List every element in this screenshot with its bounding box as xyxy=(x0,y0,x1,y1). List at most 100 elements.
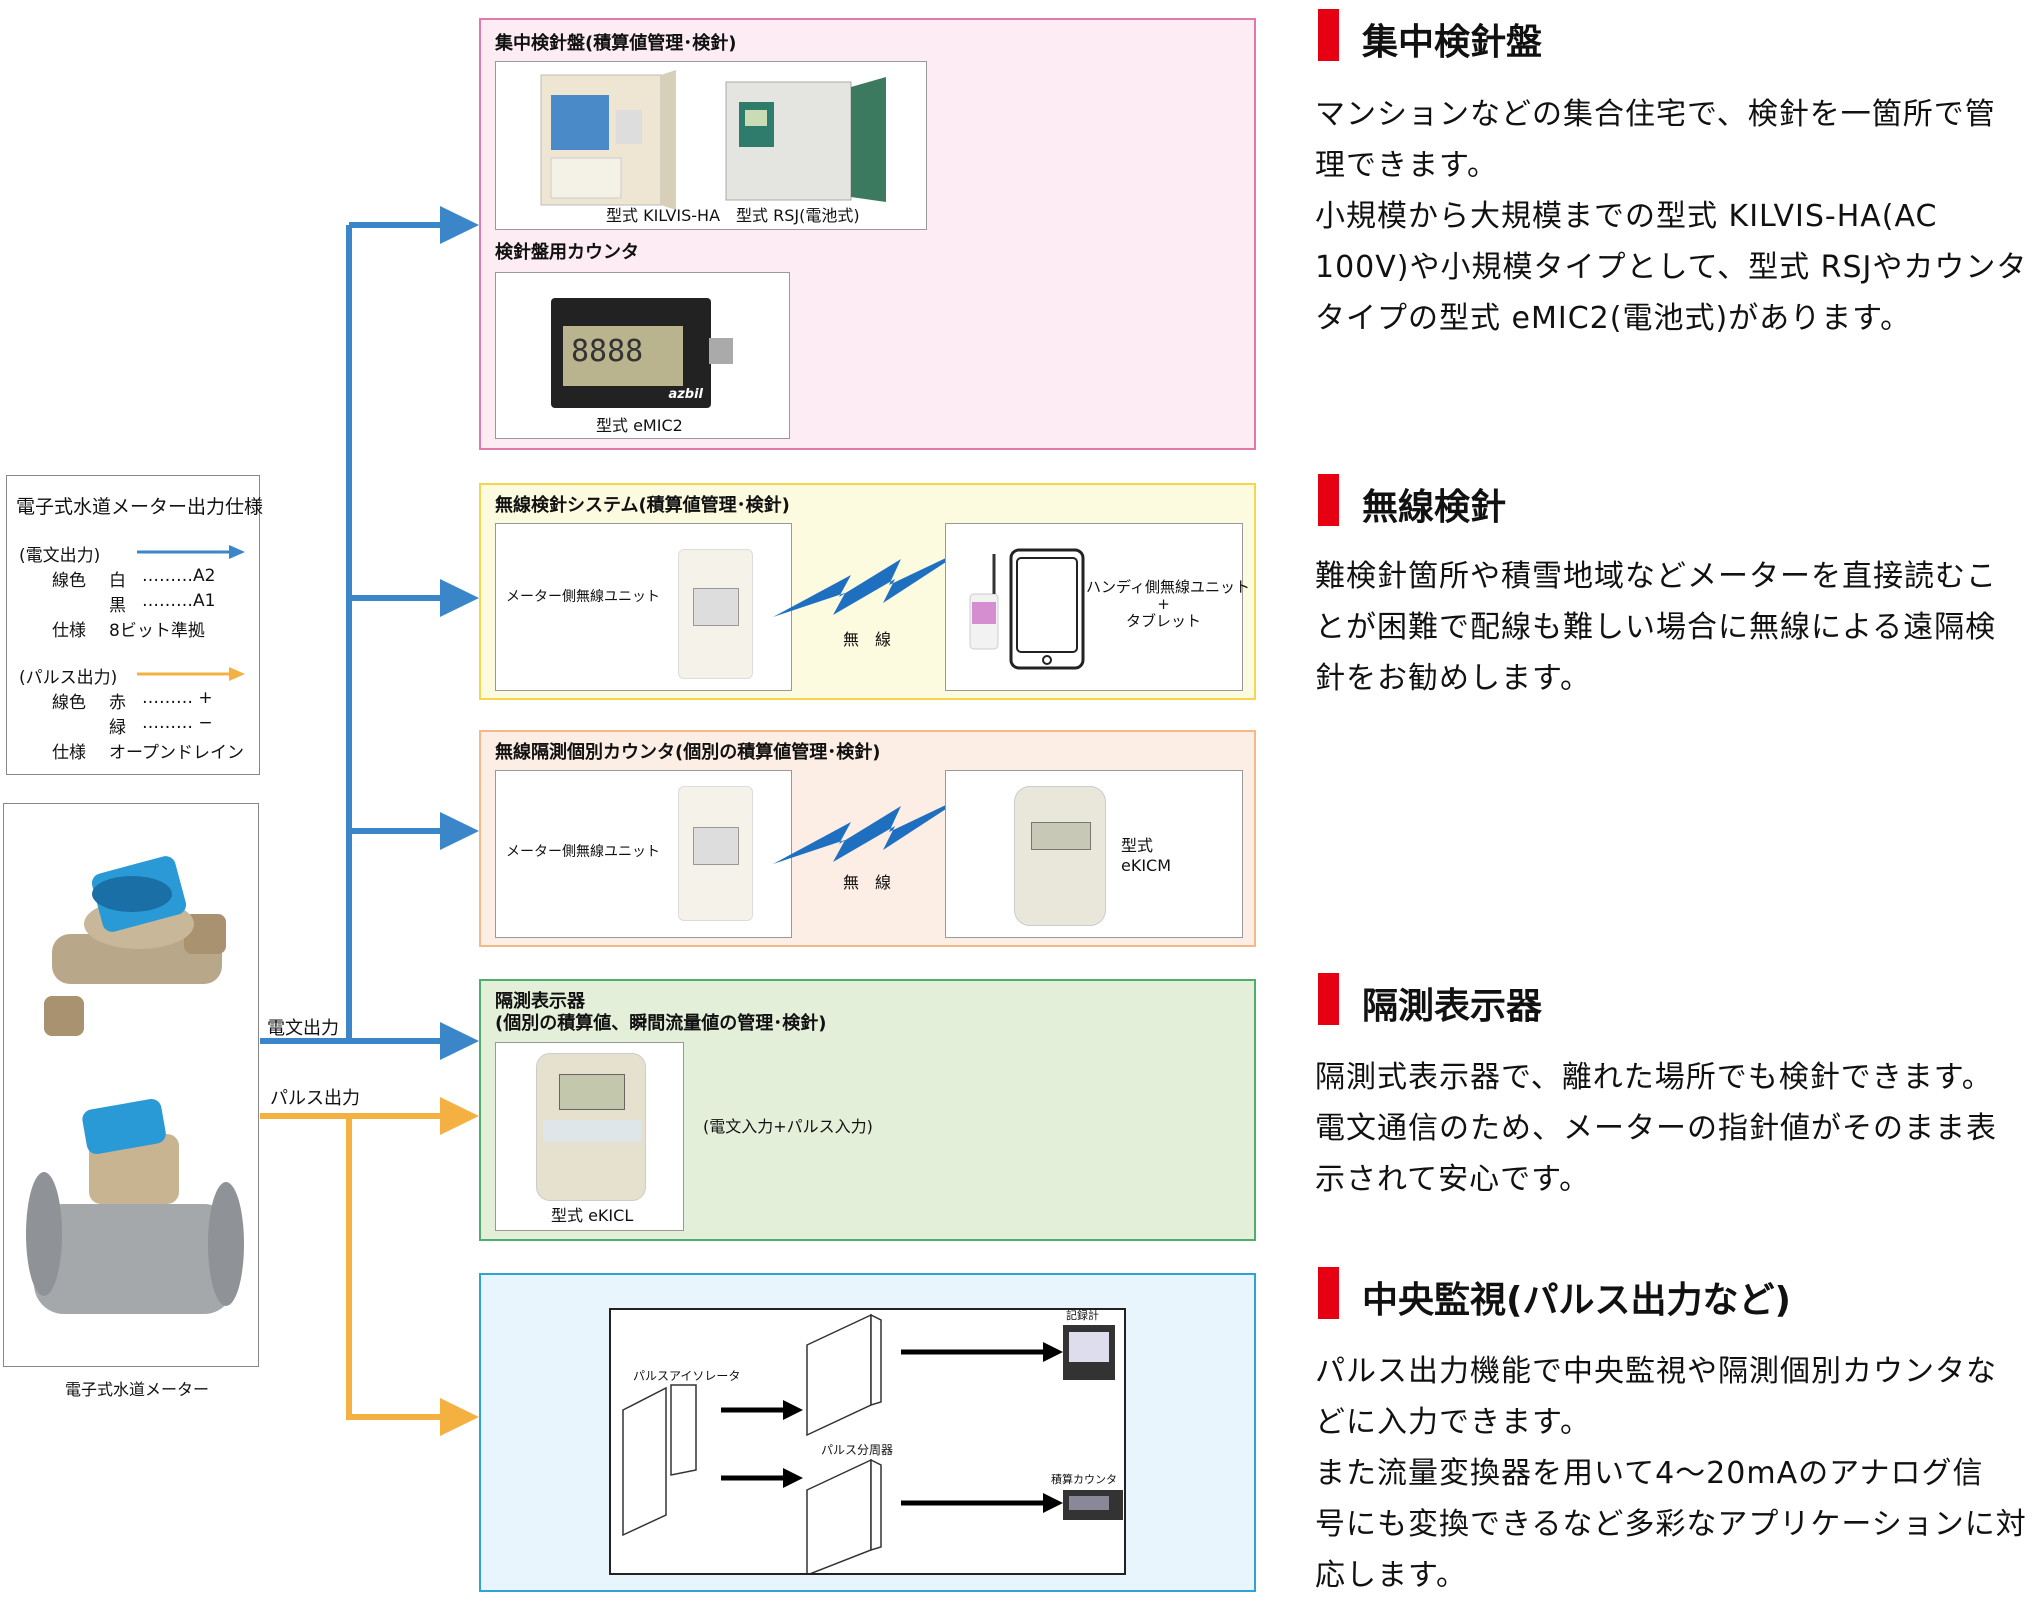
panel-central-monitoring: パルスアイソレータ パルス分周器 記録計 積算カウンタ xyxy=(479,1273,1256,1592)
ekicm-image xyxy=(1014,786,1106,926)
meter-unit-box: メーター側無線ユニット xyxy=(495,770,792,938)
body-line: どに入力できます。 xyxy=(1315,1405,1591,1440)
panel-title: 隔測表示器 xyxy=(495,991,585,1012)
counter-subtitle: 検針盤用カウンタ xyxy=(495,242,639,263)
panel-wireless-reading: 無線検針システム(積算値管理･検針) メーター側無線ユニット 無 線 ハンディ側… xyxy=(479,483,1256,700)
isolator-label: パルスアイソレータ xyxy=(633,1369,741,1383)
panel-title: 無線隔測個別カウンタ(個別の積算値管理･検針) xyxy=(495,742,881,763)
panel-wireless-counter: 無線隔測個別カウンタ(個別の積算値管理･検針) メーター側無線ユニット 無 線 … xyxy=(479,730,1256,947)
tablet-label: タブレット xyxy=(1125,612,1201,630)
rsj-caption: 型式 RSJ(電池式) xyxy=(736,206,860,225)
output-spec-box: 電子式水道メーター出力仕様 (電文出力) 線色 白 ………A2 黒 ………A1 … xyxy=(6,475,264,775)
body-line: 号にも変換できるなど多彩なアプリケーションに対 xyxy=(1315,1507,2027,1542)
label: 線色 xyxy=(52,571,86,591)
lightning-icon xyxy=(773,547,969,617)
ekicl-image xyxy=(536,1053,646,1201)
kilvis-ha-image xyxy=(540,70,676,210)
ekicl-caption: 型式 eKICL xyxy=(551,1206,634,1225)
panel-central-reading: 集中検針盤(積算値管理･検針) 型式 KILVIS-HA 型式 RSJ(電池式)… xyxy=(479,18,1256,450)
label: 線色 xyxy=(52,693,86,713)
handy-unit-box: ハンディ側無線ユニット + タブレット xyxy=(945,523,1250,691)
heading-bar xyxy=(1318,9,1339,61)
water-meter-photo xyxy=(3,803,259,1367)
value: ……… + xyxy=(142,688,213,708)
body-line: 針をお勧めします。 xyxy=(1315,661,1591,696)
wireless-unit-image xyxy=(678,786,753,921)
heading-bar xyxy=(1318,973,1339,1025)
counter-box: 8888 azbil 型式 eMIC2 xyxy=(495,272,790,439)
body-line: とが困難で配線も難しい場合に無線による遠隔検 xyxy=(1315,610,1997,645)
lightning-icon xyxy=(773,794,969,864)
ekicl-box: 型式 eKICL xyxy=(495,1042,684,1231)
heading-text: 隔測表示器 xyxy=(1362,986,1543,1027)
emic-caption: 型式 eMIC2 xyxy=(596,416,683,435)
label: 白 xyxy=(109,571,126,591)
body-line: 電文通信のため、メーターの指針値がそのまま表 xyxy=(1315,1111,1997,1146)
label: 赤 xyxy=(109,693,126,713)
body-line: マンションなどの集合住宅で、検針を一箇所で管 xyxy=(1315,97,1996,132)
section-body-central: マンションなどの集合住宅で、検針を一箇所で管理できます。小規模から大規模までの型… xyxy=(1315,89,2041,344)
panel-remote-display: 隔測表示器 (個別の積算値、瞬間流量値の管理･検針) 型式 eKICL (電文入… xyxy=(479,979,1256,1241)
heading-bar xyxy=(1318,1267,1339,1319)
denbun-line-label: 電文出力 xyxy=(267,1018,339,1039)
panel-subtitle: (個別の積算値、瞬間流量値の管理･検針) xyxy=(495,1013,827,1034)
brand-logo: azbil xyxy=(668,387,703,402)
section-heading-monitoring: 中央監視(パルス出力など) xyxy=(1318,1267,2018,1321)
section-heading-central: 集中検針盤 xyxy=(1318,9,2018,63)
section-body-wireless: 難検針箇所や積雪地域などメーターを直接読むことが困難で配線も難しい場合に無線によ… xyxy=(1315,551,2041,704)
label: 黒 xyxy=(109,596,126,616)
reading-board-box: 型式 KILVIS-HA 型式 RSJ(電池式) xyxy=(495,61,927,230)
heading-text: 中央監視(パルス出力など) xyxy=(1362,1280,1791,1321)
divider-label: パルス分周器 xyxy=(821,1443,894,1457)
tablet-image xyxy=(969,548,1085,670)
arrow-counter xyxy=(440,812,479,850)
kilvis-caption: 型式 KILVIS-HA xyxy=(606,206,721,225)
label: 仕様 xyxy=(52,621,86,641)
section-body-monitoring: パルス出力機能で中央監視や隔測個別カウンタなどに入力できます。また流量変換器を用… xyxy=(1315,1346,2041,1601)
radio-label: 無 線 xyxy=(843,630,892,649)
body-line: 100V)や小規模タイプとして、型式 RSJやカウンタ xyxy=(1315,250,2028,285)
lcd-display: 8888 xyxy=(563,326,683,386)
body-line: 小規模から大規模までの型式 KILVIS-HA(AC xyxy=(1315,199,1938,234)
ekicm-box: 型式 eKICM xyxy=(945,770,1243,938)
body-line: 示されて安心です。 xyxy=(1315,1162,1591,1197)
value: ……… − xyxy=(142,713,213,733)
meter-unit-label: メーター側無線ユニット xyxy=(506,589,660,605)
plus-label: + xyxy=(1157,595,1170,613)
arrow-display-denbun xyxy=(440,1022,479,1060)
radio-label: 無 線 xyxy=(843,873,892,892)
pulse-label: (パルス出力) xyxy=(19,668,118,688)
section-heading-wireless: 無線検針 xyxy=(1318,474,2018,528)
heading-bar xyxy=(1318,474,1339,526)
pulse-line-label: パルス出力 xyxy=(270,1088,360,1109)
handy-unit-label: ハンディ側無線ユニット xyxy=(1086,578,1250,596)
body-line: 理できます。 xyxy=(1315,148,1498,183)
meter-unit-label: メーター側無線ユニット xyxy=(506,844,660,860)
body-line: また流量変換器を用いて4～20mAのアナログ信 xyxy=(1315,1456,1984,1491)
value: ………A2 xyxy=(142,566,216,586)
denbun-label: (電文出力) xyxy=(19,546,101,566)
label: 緑 xyxy=(109,718,126,738)
value: オープンドレイン xyxy=(109,743,244,763)
value: ………A1 xyxy=(142,591,216,611)
meter-unit-box: メーター側無線ユニット xyxy=(495,523,792,691)
model-value: eKICM xyxy=(1121,856,1172,875)
body-line: 難検針箇所や積雪地域などメーターを直接読むこ xyxy=(1315,559,1997,594)
orange-arrow-icon xyxy=(137,667,245,681)
section-body-display: 隔測式表示器で、離れた場所でも検針できます。電文通信のため、メーターの指針値がそ… xyxy=(1315,1052,2041,1205)
value: 8ビット準拠 xyxy=(109,621,205,641)
monitoring-diagram: パルスアイソレータ パルス分周器 記録計 積算カウンタ xyxy=(609,1308,1126,1575)
panel-title: 無線検針システム(積算値管理･検針) xyxy=(495,495,790,516)
arrow-monitor xyxy=(440,1398,479,1436)
emic2-image: 8888 azbil xyxy=(551,298,733,408)
water-meter-illustration xyxy=(26,856,244,1314)
recorder-label: 記録計 xyxy=(1066,1309,1099,1322)
counter-label: 積算カウンタ xyxy=(1051,1473,1117,1486)
section-heading-display: 隔測表示器 xyxy=(1318,973,2018,1027)
body-line: 隔測式表示器で、離れた場所でも検針できます。 xyxy=(1315,1060,1993,1095)
spec-title: 電子式水道メーター出力仕様 xyxy=(16,496,264,518)
monitoring-illustration xyxy=(622,1313,1123,1573)
rsj-image xyxy=(725,77,886,202)
body-line: パルス出力機能で中央監視や隔測個別カウンタな xyxy=(1315,1354,1997,1389)
